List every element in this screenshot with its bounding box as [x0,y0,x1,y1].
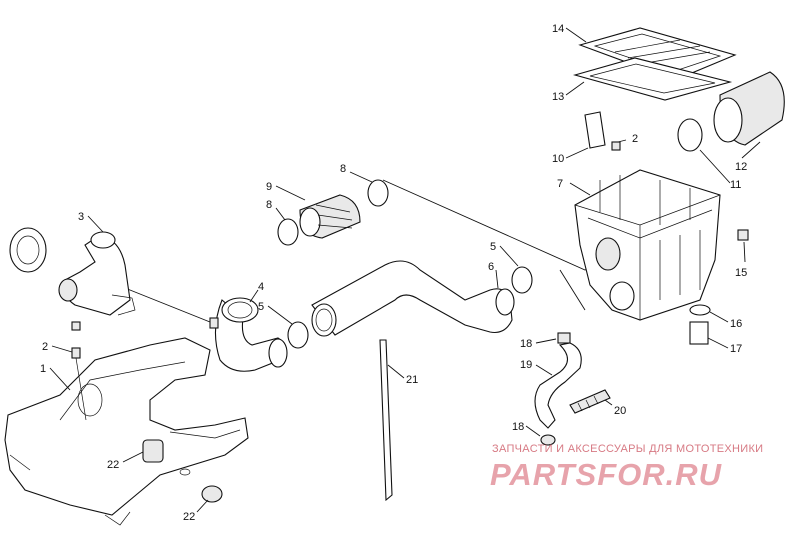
svg-text:18: 18 [520,338,532,350]
svg-text:11: 11 [730,179,741,191]
svg-text:21: 21 [406,374,418,386]
callout-20: 20 [604,399,626,417]
svg-text:22: 22 [183,511,195,523]
part-drain-hose [534,332,611,446]
part-mid-elbow [209,297,288,372]
callout-16: 16 [709,311,742,330]
svg-text:10: 10 [552,153,564,165]
callout-19: 19 [520,359,553,376]
svg-text:2: 2 [632,133,638,145]
part-fittings-right [689,229,749,345]
callout-6: 6 [488,261,499,289]
part-airbox-lid [572,27,737,101]
callout-15: 15 [735,241,747,279]
svg-text:8: 8 [340,163,346,175]
svg-text:1: 1 [40,363,46,375]
svg-text:9: 9 [266,181,272,193]
svg-text:5: 5 [490,241,496,253]
watermark-subtitle: ЗАПЧАСТИ И АКСЕССУАРЫ ДЛЯ МОТОТЕХНИКИ [492,443,764,455]
callout-12: 12 [735,141,761,173]
svg-text:15: 15 [735,267,747,279]
callout-11: 11 [699,149,741,191]
callout-2-right: 2 [617,133,638,145]
part-filter [584,71,785,152]
callouts: 1 2 2 3 4 5 5 6 [40,23,761,523]
part-grommets [142,439,223,503]
svg-text:14: 14 [552,23,564,35]
part-strap [379,339,393,502]
callout-4: 4 [249,281,264,303]
part-airbox [574,169,721,321]
svg-text:3: 3 [78,211,84,223]
callout-5-right: 5 [490,241,519,267]
callout-2-left: 2 [42,341,73,353]
svg-text:7: 7 [557,178,563,190]
callout-17: 17 [707,337,742,355]
svg-text:8: 8 [266,199,272,211]
part-hose-clamps [287,266,533,349]
svg-text:17: 17 [730,343,742,355]
callout-9: 9 [266,181,306,201]
svg-text:2: 2 [42,341,48,353]
svg-text:22: 22 [107,459,119,471]
callout-21: 21 [387,364,418,386]
svg-text:16: 16 [730,318,742,330]
svg-text:13: 13 [552,91,564,103]
callout-8-left: 8 [266,199,286,221]
callout-18-bottom: 18 [512,421,541,437]
callout-13: 13 [552,81,585,103]
svg-text:4: 4 [258,281,264,293]
svg-text:6: 6 [488,261,494,273]
callout-10: 10 [552,147,589,165]
part-clips-left [71,321,87,421]
watermark-logo: PARTSFOR.RU [490,457,723,492]
callout-8-top: 8 [340,163,373,183]
svg-text:12: 12 [735,161,747,173]
part-intake-tube [311,260,515,337]
callout-14: 14 [552,23,587,43]
callout-22-bottom: 22 [183,499,209,523]
callout-5-left: 5 [258,301,293,325]
svg-text:5: 5 [258,301,264,313]
svg-text:18: 18 [512,421,524,433]
svg-text:20: 20 [614,405,626,417]
svg-text:19: 19 [520,359,532,371]
callout-3: 3 [78,211,104,233]
part-skid-plate [4,337,249,526]
part-intake-elbow [9,227,136,316]
callout-22-left: 22 [107,451,144,471]
callout-7: 7 [557,178,591,196]
callout-18-top: 18 [520,338,557,350]
part-coupler [277,179,389,246]
callout-1: 1 [40,363,71,391]
